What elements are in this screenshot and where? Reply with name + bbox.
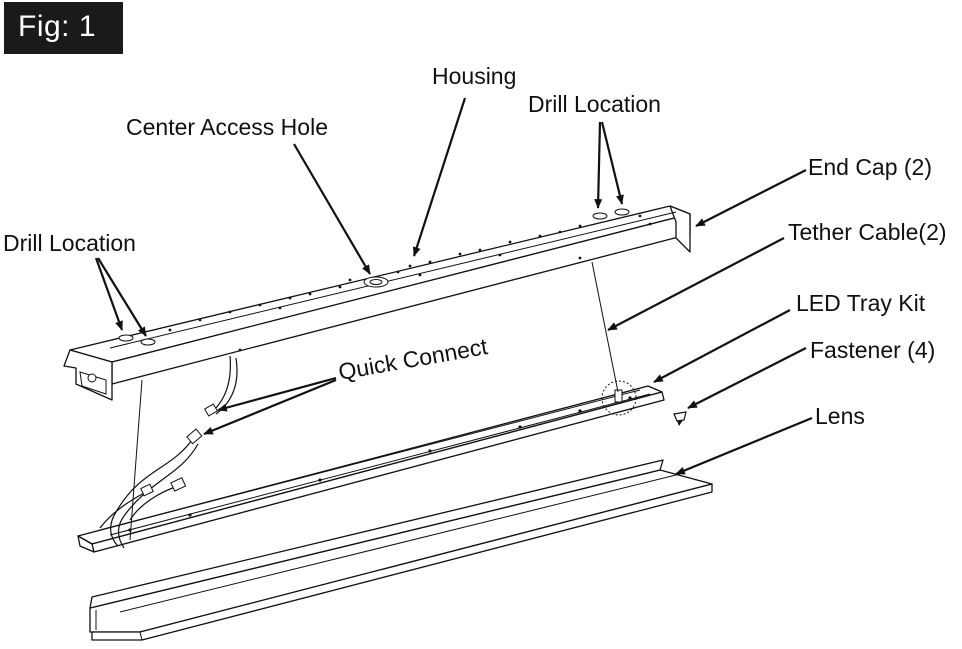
lens-part [89,459,713,641]
housing-part [63,205,691,401]
leader-arrows [94,97,813,476]
label-end-cap: End Cap (2) [808,154,932,180]
label-center-access-hole: Center Access Hole [126,114,328,140]
label-drill-location-right: Drill Location [528,91,661,117]
label-quick-connect: Quick Connect [336,333,490,385]
tether-cables [129,261,619,541]
label-lens: Lens [815,403,865,429]
label-led-tray-kit: LED Tray Kit [796,290,926,316]
figure-tag-text: Fig: 1 [18,10,97,43]
label-drill-location-left: Drill Location [3,230,136,256]
fastener-part [673,411,687,426]
led-tray-kit-part [77,380,665,553]
label-fastener: Fastener (4) [810,337,935,363]
figure-tag: Fig: 1 [4,2,123,54]
wiring-harness [99,355,238,549]
label-tether-cable: Tether Cable(2) [788,219,947,245]
label-housing: Housing [432,63,516,89]
